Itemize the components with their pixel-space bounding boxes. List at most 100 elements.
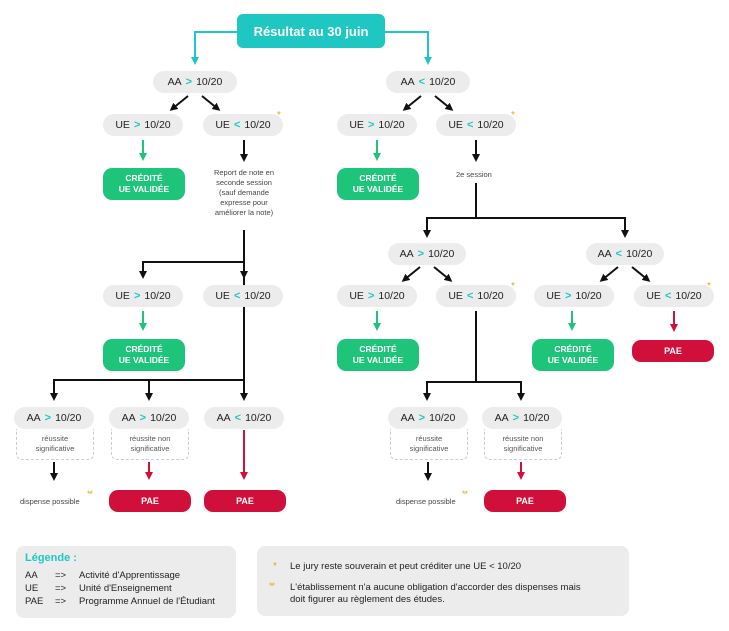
credited-line2: UE VALIDÉE [352, 355, 404, 365]
node-value: 10/20 [244, 119, 271, 131]
reussite-line: réussite non [502, 434, 544, 443]
report-note: Report de note en seconde session (sauf … [196, 168, 292, 218]
credited-line1: CRÉDITÉ [359, 344, 397, 354]
lt-operator: < [466, 290, 474, 302]
credited-line1: CRÉDITÉ [359, 173, 397, 183]
gte-operator: > [564, 290, 572, 302]
dispense-label: dispense possible [20, 497, 80, 506]
node-label: UE [215, 119, 230, 131]
reussite-line: significative [503, 444, 543, 453]
legend-arrow: => [55, 583, 67, 594]
node-label: AA [597, 248, 612, 260]
credited-line2: UE VALIDÉE [118, 355, 170, 365]
node-value: 10/20 [55, 412, 82, 424]
report-note-line: Report de note en [213, 168, 275, 177]
reussite-line: réussite non [129, 434, 171, 443]
legend-text: Unité d'Enseignement [79, 583, 172, 594]
lt-operator: < [234, 412, 242, 424]
footnote-panel [257, 546, 629, 616]
lt-operator: < [233, 119, 241, 131]
dispense-label: dispense possible [396, 497, 456, 506]
node-aa-b1: AA>10/20 [14, 407, 94, 429]
node-label: UE [546, 290, 561, 302]
legend-key: AA [25, 570, 38, 581]
legend-panel [16, 546, 236, 618]
gte-operator: > [417, 248, 425, 260]
credited-line1: CRÉDITÉ [125, 344, 163, 354]
reussite-significative: réussite significative [390, 429, 468, 460]
credited-box: CRÉDITÉ UE VALIDÉE [103, 168, 185, 200]
credited-line1: CRÉDITÉ [125, 173, 163, 183]
reussite-line: significative [130, 444, 170, 453]
node-label: UE [448, 290, 463, 302]
reussite-line: significative [409, 444, 449, 453]
pae-box: PAE [109, 490, 191, 512]
footnote-double-star-marker: ** [269, 581, 275, 591]
legend-text: Activité d'Apprentissage [79, 570, 181, 581]
pae-box: PAE [484, 490, 566, 512]
credited-box: CRÉDITÉ UE VALIDÉE [337, 339, 419, 371]
report-note-line: expresse pour [220, 198, 268, 207]
node-value: 10/20 [626, 248, 653, 260]
reussite-line: réussite [415, 434, 443, 443]
node-label: UE [646, 290, 661, 302]
gte-operator: > [185, 76, 193, 88]
node-label: AA [167, 76, 182, 88]
legend-key: PAE [25, 596, 44, 607]
node-value: 10/20 [428, 248, 455, 260]
report-note-line: améliorer la note) [214, 208, 274, 217]
node-value: 10/20 [523, 412, 550, 424]
credited-line1: CRÉDITÉ [554, 344, 592, 354]
gte-operator: > [512, 412, 520, 424]
node-label: AA [121, 412, 136, 424]
node-value: 10/20 [378, 290, 405, 302]
legend-row-ue: UE => Unité d'Enseignement [25, 583, 172, 594]
node-value: 10/20 [144, 290, 171, 302]
footnote-star-marker: * [277, 110, 281, 121]
node-label: UE [349, 290, 364, 302]
node-label: AA [216, 412, 231, 424]
node-aa-b5: AA>10/20 [482, 407, 562, 429]
node-ue-ge-m2: UE>10/20 [534, 285, 614, 307]
node-value: 10/20 [429, 412, 456, 424]
legend-row-aa: AA => Activité d'Apprentissage [25, 570, 180, 581]
credited-box: CRÉDITÉ UE VALIDÉE [103, 339, 185, 371]
node-ue-ge-left3: UE>10/20 [103, 285, 183, 307]
footnote-double-star-marker: ** [462, 489, 468, 499]
node-value: 10/20 [675, 290, 702, 302]
result-title: Résultat au 30 juin [237, 14, 385, 48]
node-label: UE [115, 290, 130, 302]
footnote-2-line2: doit figurer au règlement des études. [290, 594, 445, 605]
node-value: 10/20 [477, 290, 504, 302]
node-ue-lt-2: UE<10/20 [436, 114, 516, 136]
footnote-star-marker: * [707, 281, 711, 292]
gte-operator: > [133, 290, 141, 302]
legend-key: UE [25, 583, 39, 594]
lt-operator: < [615, 248, 623, 260]
node-value: 10/20 [144, 119, 171, 131]
node-aa-b3: AA<10/20 [204, 407, 284, 429]
node-ue-ge-m1: UE>10/20 [337, 285, 417, 307]
credited-line2: UE VALIDÉE [118, 184, 170, 194]
legend-row-pae: PAE=>Programme Annuel de l'Étudiant [25, 596, 215, 607]
gte-operator: > [139, 412, 147, 424]
node-aa-lt-mid: AA<10/20 [586, 243, 664, 265]
node-label: AA [494, 412, 509, 424]
report-note-line: seconde session [216, 178, 272, 187]
node-label: UE [349, 119, 364, 131]
node-value: 10/20 [477, 119, 504, 131]
node-ue-lt-m1: UE<10/20 [436, 285, 516, 307]
node-ue-ge-2: UE>10/20 [337, 114, 417, 136]
gte-operator: > [133, 119, 141, 131]
gte-operator: > [367, 119, 375, 131]
legend-arrow: => [55, 570, 67, 581]
node-label: UE [448, 119, 463, 131]
gte-operator: > [418, 412, 426, 424]
footnote-2: L'établissement n'a aucune obligation d'… [290, 582, 581, 606]
node-label: AA [400, 412, 415, 424]
report-note-line: (sauf demande [218, 188, 270, 197]
node-label: AA [400, 76, 415, 88]
node-ue-lt-m2: UE<10/20 [634, 285, 714, 307]
node-label: UE [115, 119, 130, 131]
